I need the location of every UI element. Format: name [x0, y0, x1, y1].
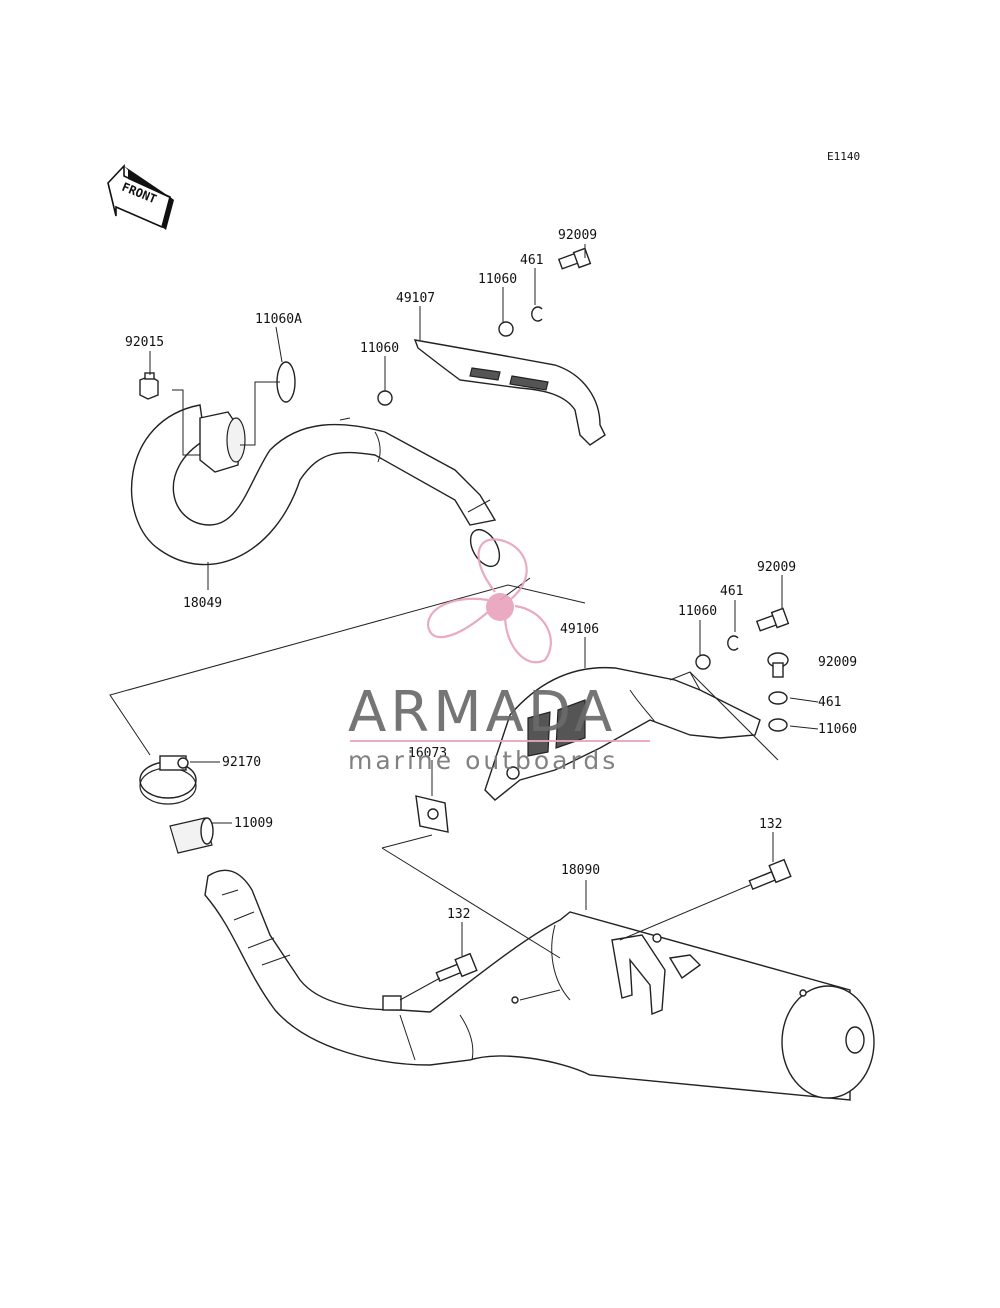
label-461-top: 461	[520, 253, 543, 268]
watermark: ARMADA marine outboards	[348, 538, 650, 775]
bolt-132-left	[435, 952, 478, 983]
bolt-92009-mid	[755, 607, 790, 632]
watermark-divider	[350, 740, 650, 742]
label-11060-mid: 11060	[678, 604, 717, 619]
label-132-right: 132	[759, 817, 782, 832]
washer-11060-top	[498, 321, 514, 337]
bolt-92009-right	[767, 652, 789, 678]
washer-461-right	[768, 691, 788, 705]
label-49106: 49106	[560, 622, 599, 637]
diagram-code: E1140	[827, 150, 860, 163]
washer-11060-right	[768, 718, 788, 732]
plate-16073	[415, 795, 449, 833]
watermark-brand: ARMADA	[348, 680, 616, 745]
label-11009: 11009	[234, 816, 273, 831]
bolt-92009-top	[557, 247, 592, 270]
label-461-right: 461	[818, 695, 841, 710]
label-11060a: 11060A	[255, 312, 302, 327]
nut-92015	[139, 372, 159, 400]
label-11060-upper: 11060	[360, 341, 399, 356]
muffler-18090	[204, 869, 875, 1101]
label-11060-top: 11060	[478, 272, 517, 287]
bolt-132-right	[748, 858, 792, 891]
propeller-logo-icon	[426, 538, 552, 664]
front-arrow-icon: FRONT	[107, 163, 174, 230]
washer-11060-upper	[377, 390, 393, 406]
label-92009-right: 92009	[818, 655, 857, 670]
washer-11060-mid	[695, 654, 711, 670]
clamp-92170	[139, 755, 197, 805]
label-18049: 18049	[183, 596, 222, 611]
clip-461-top	[531, 306, 543, 322]
label-92009-top: 92009	[558, 228, 597, 243]
label-132-left: 132	[447, 907, 470, 922]
label-18090: 18090	[561, 863, 600, 878]
watermark-tagline: marine outboards	[348, 746, 618, 775]
part-labels: 92009 461 11060 49107 11060 11060A 92015…	[125, 228, 857, 922]
label-16073: 16073	[408, 746, 447, 761]
gasket-11009	[169, 817, 214, 854]
label-49107: 49107	[396, 291, 435, 306]
leader-lines	[109, 244, 819, 1001]
label-92015: 92015	[125, 335, 164, 350]
header-pipe-18049	[131, 404, 501, 568]
label-92009-mid: 92009	[757, 560, 796, 575]
label-461-mid: 461	[720, 584, 743, 599]
heat-guard-49107	[413, 339, 606, 446]
clip-461-mid	[727, 635, 739, 651]
label-11060-right: 11060	[818, 722, 857, 737]
washer-11060-mid-plate	[506, 766, 520, 780]
label-92170: 92170	[222, 755, 261, 770]
flange-joint	[199, 411, 246, 473]
heat-guard-49106	[484, 666, 761, 801]
